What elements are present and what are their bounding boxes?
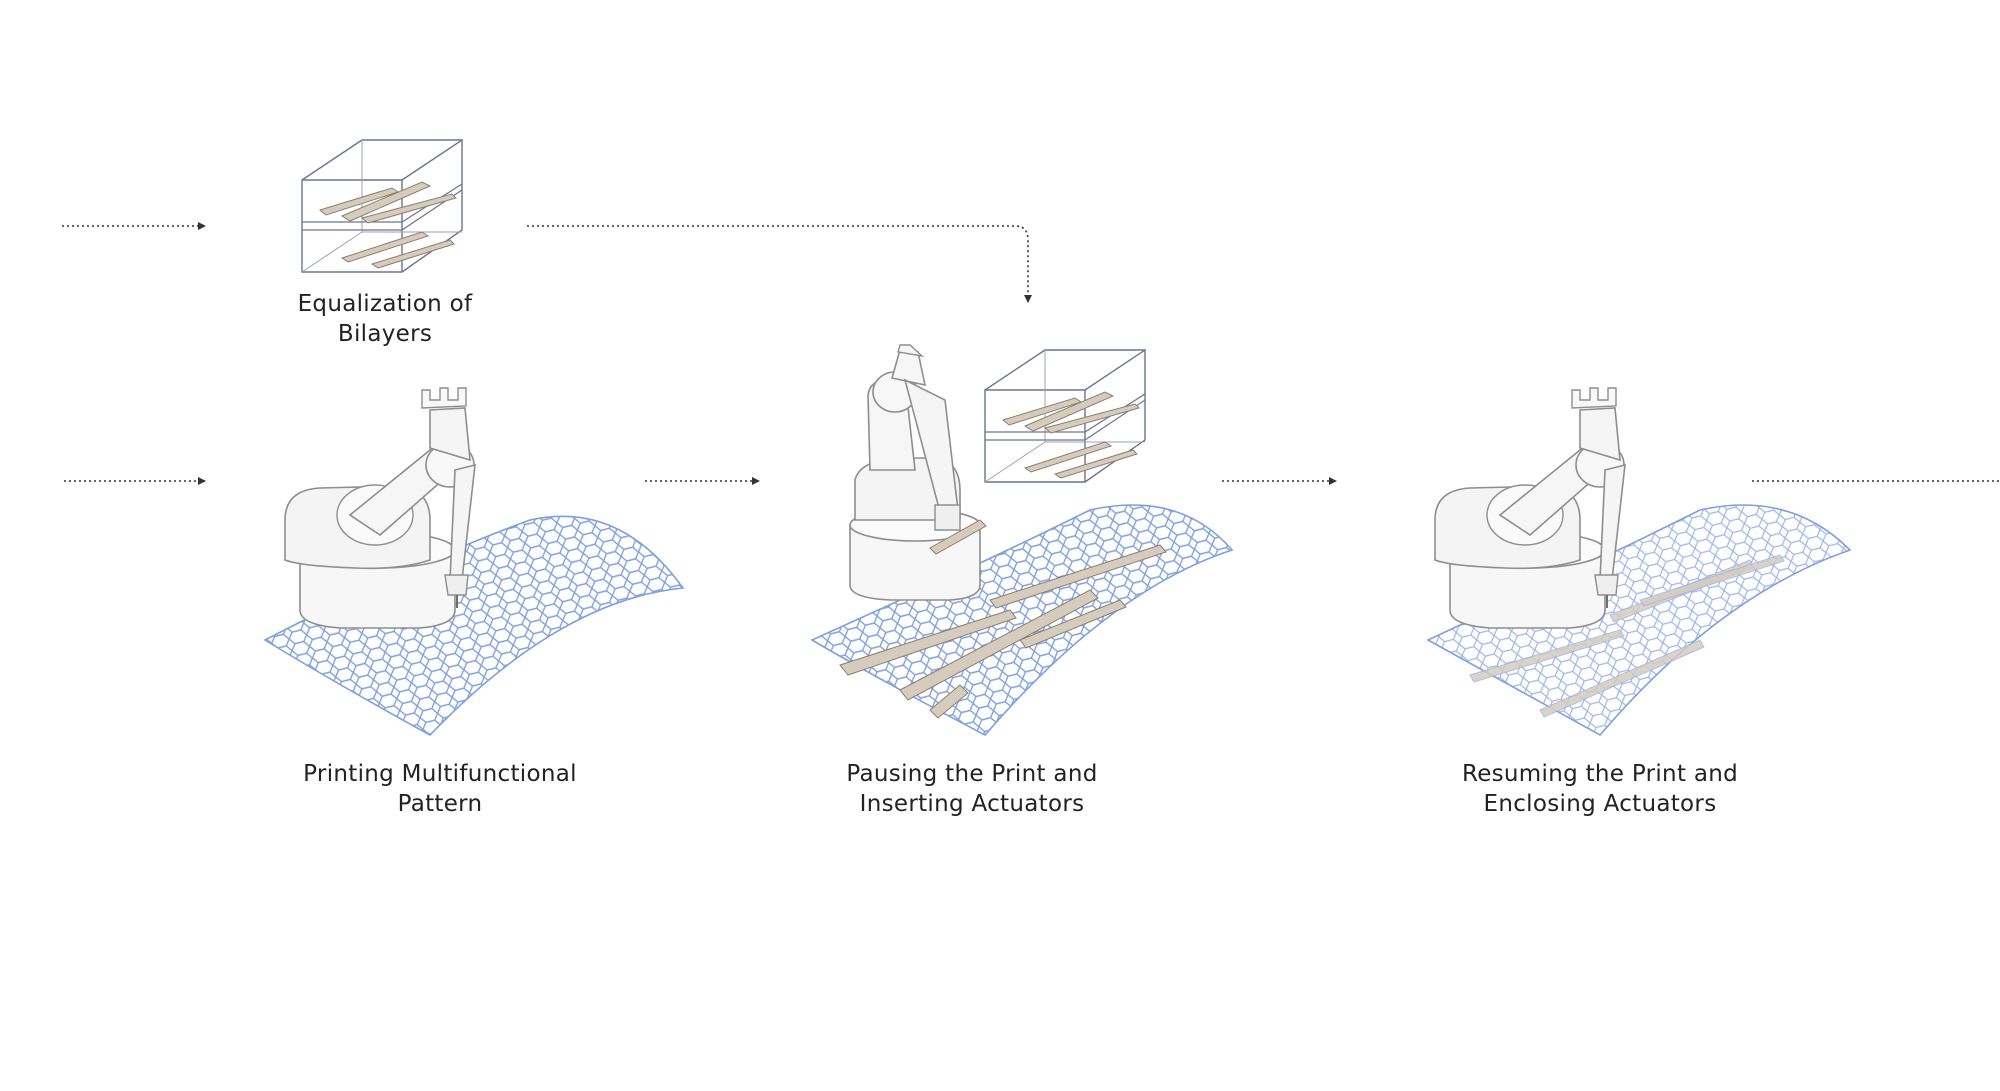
- bilayer-feed-arrow: [527, 225, 1032, 303]
- conditioning-chamber-icon: [984, 349, 1146, 483]
- robot-inserting-icon: [810, 344, 1234, 737]
- step-caption-pausing: Pausing the Print and Inserting Actuator…: [812, 759, 1132, 819]
- robot-printing-icon: [263, 387, 685, 736]
- step-caption-resuming: Resuming the Print and Enclosing Actuato…: [1440, 759, 1760, 819]
- robot-resuming-icon: [1426, 387, 1852, 737]
- step-caption-printing: Printing Multifunctional Pattern: [275, 759, 605, 819]
- caption-line: Resuming the Print and: [1461, 761, 1739, 787]
- actuator-strip: [929, 684, 969, 719]
- enclosed-actuator: [1639, 554, 1785, 607]
- caption-line: Inserting Actuators: [859, 791, 1085, 817]
- enclosed-actuator: [1539, 639, 1705, 718]
- caption-line: Enclosing Actuators: [1483, 791, 1717, 817]
- caption-line: Equalization of: [297, 291, 473, 317]
- step-caption-equalization: Equalization of Bilayers: [250, 289, 520, 349]
- caption-line: Bilayers: [337, 321, 433, 347]
- caption-line: Pattern: [397, 791, 483, 817]
- actuator-strip: [1019, 599, 1127, 649]
- actuator-strip: [899, 589, 1099, 701]
- conditioning-chamber-icon: [301, 139, 463, 273]
- caption-line: Pausing the Print and: [846, 761, 1098, 787]
- upright-robot: [849, 344, 987, 601]
- caption-line: Printing Multifunctional: [303, 761, 577, 787]
- actuator-strip: [839, 609, 1017, 676]
- enclosed-actuator: [1469, 629, 1625, 683]
- actuator-strip: [989, 544, 1167, 609]
